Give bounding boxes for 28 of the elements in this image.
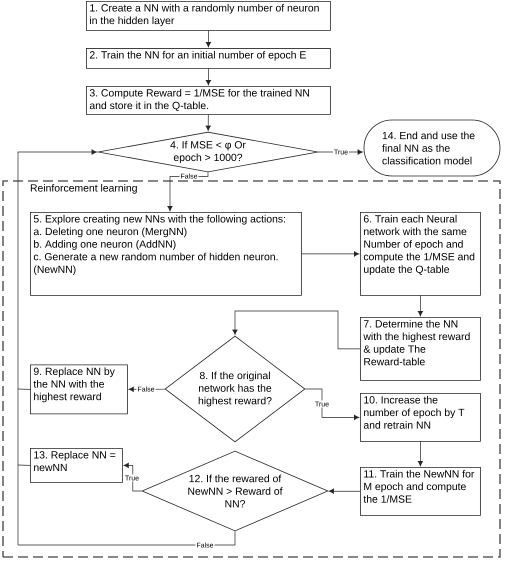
arrow [232,310,360,350]
arrow [301,251,360,257]
arrow [318,149,363,155]
arrow [124,462,142,492]
process-box: 13. Replace NN = newNN [30,448,123,483]
arrow [328,488,360,494]
connector-line [18,464,30,466]
process-box: 7. Determine the NN with the highest reward & update The Reward-table [360,317,481,381]
process-box: 9. Replace NN by the NN with the highest reward [30,364,128,414]
process-box: 1. Create a NN with a randomly number of neuron in the hidden layer [86,1,331,31]
process-box: 6. Train each Neural network with the same Number of epoch and compute the 1/MSE and update the Q-table [360,212,481,296]
process-box: 3. Compute Reward = 1/MSE for the trained NN and store it in the Q-table. [86,86,331,115]
arrow [305,388,360,420]
arrow [418,441,424,466]
arrow [418,295,424,316]
arrow [167,172,208,212]
process-box: 2. Train the NN for an initial number of epoch E [86,48,331,69]
arrow [128,386,166,392]
process-box: 5. Explore creating new NNs with the following actions: a. Deleting one neuron (MergNN) b. Adding one neuron (AddNN) c. Generate a new random number of hidden neuron. (NewNN) [30,212,302,296]
connector-line [18,388,30,390]
process-box: 11. Train the NewNN for M epoch and compute the 1/MSE [360,467,481,516]
arrow [206,68,212,86]
arrow [206,30,212,48]
connector-line [18,531,236,546]
process-box: 10. Increase the number of epoch by T and retrain NN [360,393,481,442]
end-terminal: 14. End and use the final NN as the classification model [364,120,500,176]
arrow [18,149,97,390]
arrow [206,114,211,131]
